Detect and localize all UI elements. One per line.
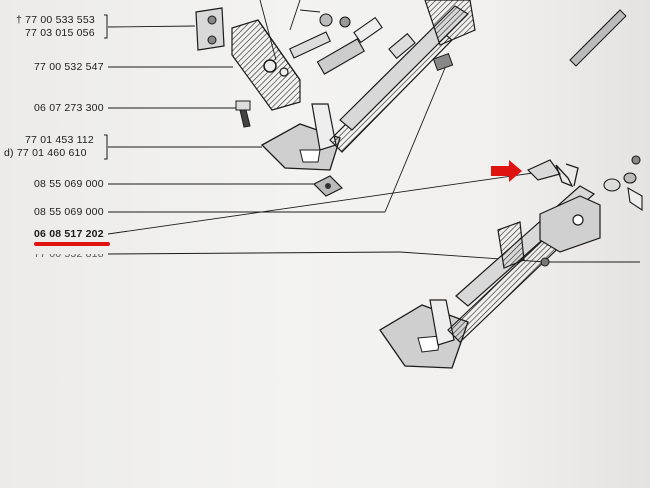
part-number-label: 77 00 532 547: [34, 61, 104, 73]
part-number-label: 77 01 453 112: [25, 134, 94, 146]
top-hardware: [289, 9, 416, 75]
part-number-label: 77 03 015 056: [25, 27, 95, 39]
threaded-rod-part: [569, 9, 627, 67]
part-number-label: 08 55 069 000: [34, 178, 104, 190]
group-bracket: [104, 134, 108, 160]
part-number-label: d) 77 01 460 610: [4, 147, 87, 159]
stud-plate-part: [195, 7, 225, 51]
lower-slide-rail: [379, 185, 601, 369]
part-number-label: 77 00 532 818: [34, 248, 104, 260]
group-bracket: [104, 14, 108, 39]
red-arrow-icon: [491, 160, 522, 182]
seat-clip-part: [526, 159, 579, 188]
part-number-label: 06 07 273 300: [34, 102, 104, 114]
bolt-part: [235, 100, 251, 128]
highlighted-part-number: 06 08 517 202: [34, 228, 104, 240]
washer-part: [312, 175, 344, 197]
highlight-underline: [34, 242, 110, 246]
part-number-label: 08 55 069 000: [34, 206, 104, 218]
leader-lines: [107, 0, 640, 263]
part-number-label: † 77 00 533 553: [16, 14, 95, 26]
angle-bracket-part: [231, 19, 301, 111]
right-hardware: [603, 155, 643, 212]
upper-slide-rail: [260, 0, 476, 171]
